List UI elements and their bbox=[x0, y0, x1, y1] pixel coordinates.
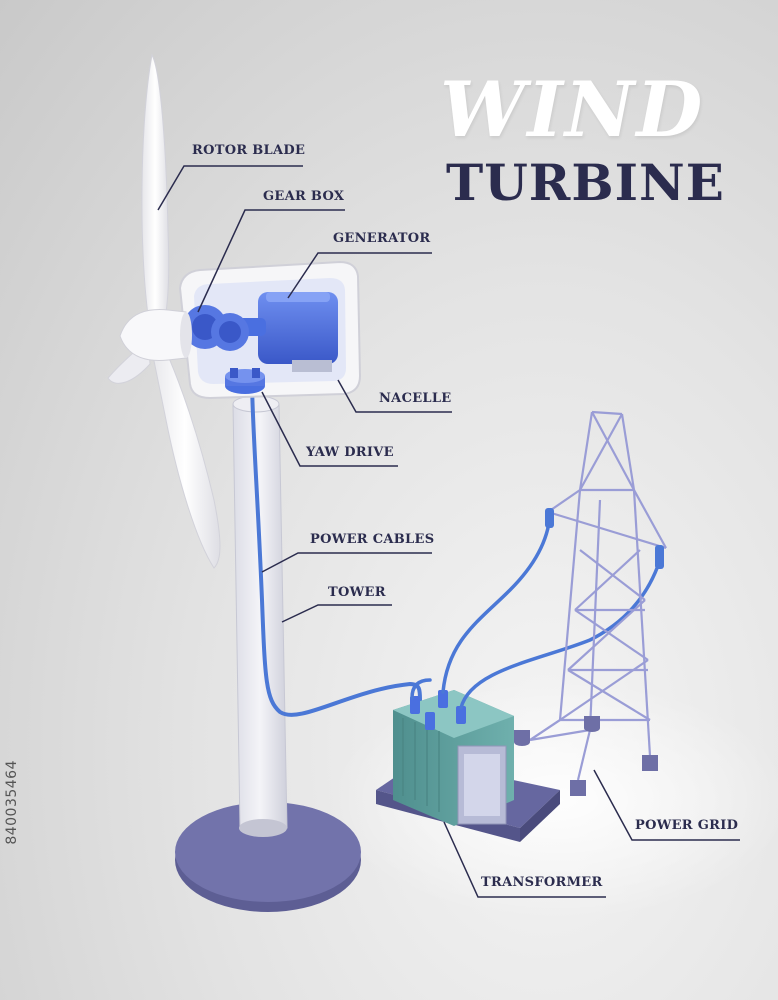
label-tower: TOWER bbox=[328, 585, 386, 600]
label-power-cables: POWER CABLES bbox=[310, 532, 435, 547]
power-grid-pylon bbox=[529, 410, 667, 781]
yaw-drive bbox=[225, 368, 265, 394]
generator bbox=[258, 292, 338, 372]
label-transformer: TRANSFORMER bbox=[481, 875, 603, 890]
title-line-1: WIND bbox=[440, 65, 705, 154]
pylon-feet bbox=[514, 716, 658, 796]
label-yaw-drive: YAW DRIVE bbox=[306, 445, 394, 460]
leader-lines bbox=[157, 165, 740, 898]
rotor-hub bbox=[119, 309, 192, 361]
stock-id: 840035464 bbox=[4, 760, 20, 845]
power-cables-grid bbox=[410, 513, 662, 710]
pylon-insulators bbox=[545, 508, 664, 569]
label-power-grid: POWER GRID bbox=[635, 818, 739, 833]
label-nacelle: NACELLE bbox=[379, 391, 452, 406]
transformer bbox=[376, 690, 560, 842]
label-rotor-blade: ROTOR BLADE bbox=[192, 143, 306, 158]
power-cable-tower bbox=[250, 378, 422, 717]
rotor-blades bbox=[107, 53, 221, 569]
label-generator: GENERATOR bbox=[333, 231, 431, 246]
title-line-2: TURBINE bbox=[446, 153, 725, 212]
label-gear-box: GEAR BOX bbox=[263, 189, 345, 204]
tower bbox=[232, 395, 288, 837]
gear-box bbox=[178, 305, 266, 351]
tower-base bbox=[175, 802, 361, 912]
